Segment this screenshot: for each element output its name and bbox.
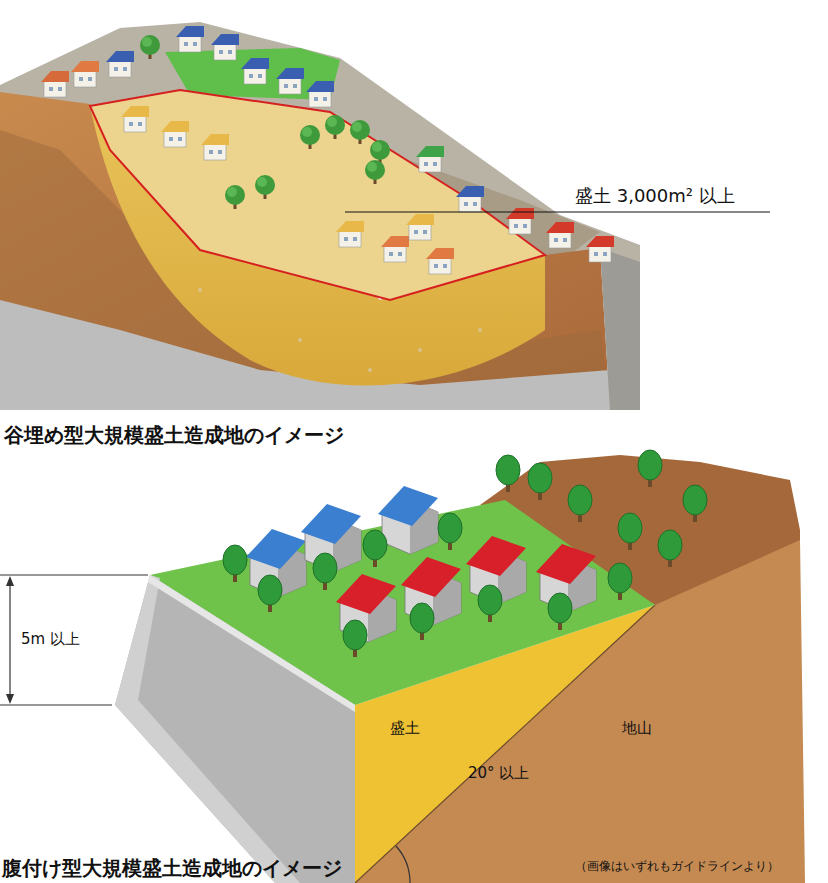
angle-label: 20° 以上 bbox=[468, 765, 529, 782]
ground-label: 地山 bbox=[622, 720, 652, 737]
area-label: 盛土 3,000m² 以上 bbox=[575, 186, 735, 207]
figure-caption: 腹付け型大規模盛土造成地のイメージ bbox=[2, 857, 342, 880]
fill-label: 盛土 bbox=[390, 720, 420, 737]
dimension-label: 5m 以上 bbox=[18, 630, 83, 649]
source-note: （画像はいずれもガイドラインより） bbox=[575, 860, 779, 874]
figure-caption: 谷埋め型大規模盛土造成地のイメージ bbox=[4, 424, 344, 447]
